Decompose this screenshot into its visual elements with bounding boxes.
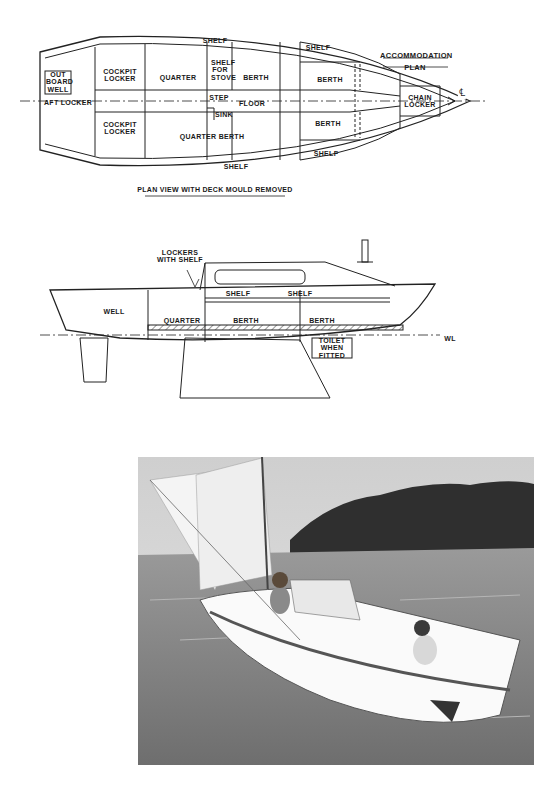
part-label: COCKPIT LOCKER — [100, 121, 140, 136]
part-label: FLOOR — [239, 100, 265, 107]
part-label: COCKPIT LOCKER — [100, 68, 140, 83]
part-label: BERTH — [233, 317, 259, 324]
part-label: QUARTER BERTH — [180, 133, 245, 140]
part-label: SHELF — [314, 150, 338, 157]
part-label: SHELF — [306, 44, 330, 51]
part-label: SINK — [215, 111, 233, 118]
part-label: QUARTER — [164, 317, 201, 324]
profile-view — [40, 240, 440, 398]
part-label: OUT BOARD WELL — [46, 71, 70, 93]
part-label: SHELF — [226, 290, 250, 297]
part-label: AFT LOCKER — [44, 99, 92, 106]
part-label: TOILET WHEN FITTED — [314, 337, 350, 359]
part-label: SHELF — [203, 37, 227, 44]
part-label: CHAIN LOCKER — [403, 94, 437, 109]
part-label: BERTH — [309, 317, 335, 324]
sailing-photo — [138, 457, 534, 765]
part-label: ℄ — [458, 87, 466, 99]
part-label: SHELF — [288, 290, 312, 297]
part-label: BERTH — [315, 120, 341, 127]
part-label: QUARTER — [160, 74, 197, 81]
part-label: WL — [444, 335, 455, 342]
part-label: BERTH — [317, 76, 343, 83]
view-caption: PLAN VIEW WITH DECK MOULD REMOVED — [115, 186, 315, 193]
part-label: LOCKERS WITH SHELF — [157, 249, 203, 264]
part-label: SHELF FOR STOVE — [211, 59, 229, 81]
part-label: SHELF — [224, 163, 248, 170]
part-label: STEP — [209, 94, 228, 101]
plan-title: ACCOMMODATION PLAN — [380, 50, 450, 74]
part-label: BERTH — [243, 74, 269, 81]
part-label: WELL — [103, 308, 124, 315]
plan-view — [20, 36, 485, 196]
